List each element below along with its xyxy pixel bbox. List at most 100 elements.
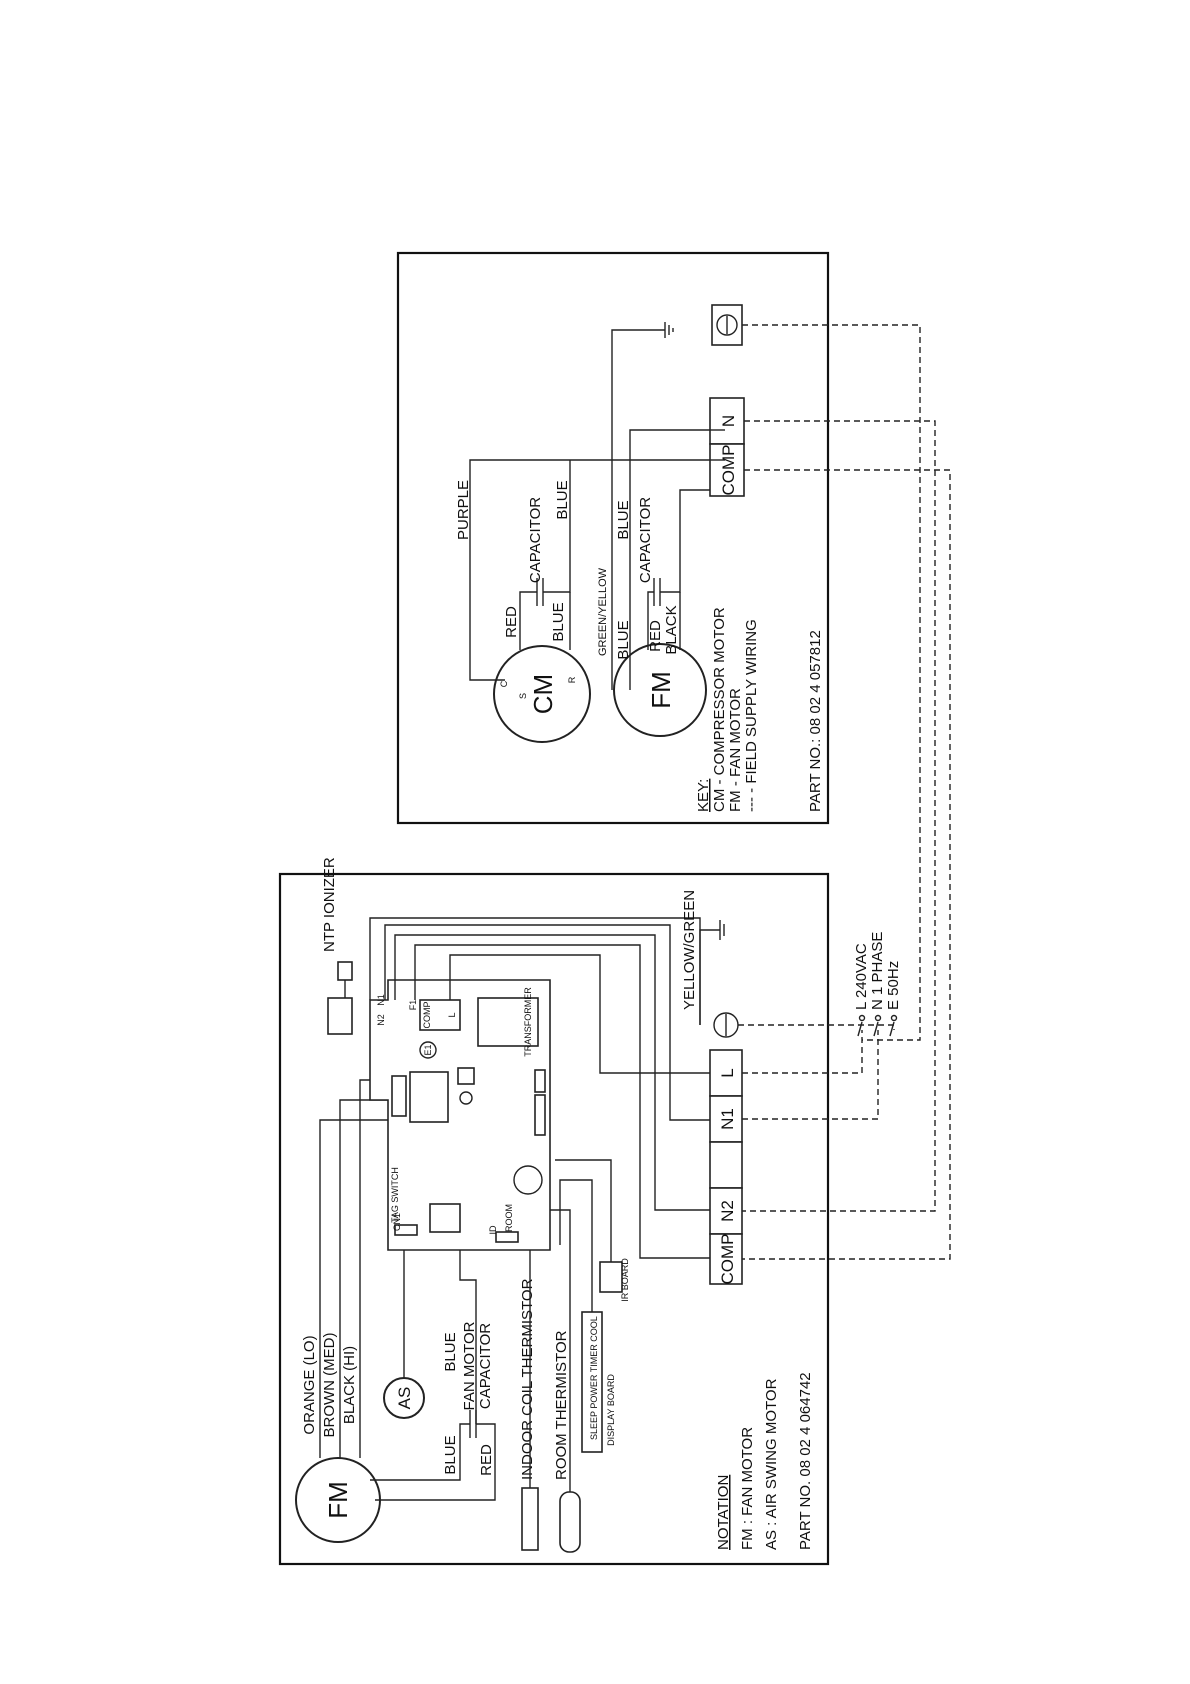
yellow-green-label: YELLOW/GREEN xyxy=(681,890,698,1010)
field-wire-earth-outdoor xyxy=(742,324,921,1041)
blue-bottom-label: BLUE xyxy=(442,1435,459,1474)
as-label: AS xyxy=(395,1387,414,1410)
outdoor-key-title: KEY: xyxy=(695,779,712,812)
ir-board-label: IR BOARD xyxy=(620,1258,630,1302)
transformer-label: TRANSFORMER xyxy=(523,987,533,1057)
indoor-terminal-blank xyxy=(709,1141,743,1189)
ir-board xyxy=(599,1261,623,1293)
fan-capacitor-label-2: CAPACITOR xyxy=(477,1323,494,1409)
field-wire-comp xyxy=(742,469,951,1260)
field-wire-n xyxy=(742,420,936,1212)
outdoor-fan-motor xyxy=(613,643,707,737)
board-room-label: ROOM xyxy=(504,1204,514,1232)
board-id-label: ID xyxy=(488,1225,498,1235)
indoor-blue-wire xyxy=(370,1423,470,1481)
purple-wire xyxy=(469,459,725,681)
board-jumper xyxy=(457,1067,475,1085)
cm-red-label: RED xyxy=(503,606,520,638)
board-connector-2 xyxy=(534,1094,546,1136)
outdoor-key-item-3: --- - FIELD SUPPLY WIRING xyxy=(743,619,760,812)
display-board-label: DISPLAY BOARD xyxy=(606,1374,616,1446)
transformer xyxy=(477,997,539,1047)
ntp-ionizer-head xyxy=(337,961,353,981)
board-buzzer xyxy=(513,1165,543,1195)
fm-blue2-label: BLUE xyxy=(615,500,632,539)
outdoor-part-no: PART NO.: 08 02 4 057812 xyxy=(807,630,824,812)
capacitor-blue-wire xyxy=(459,1240,477,1424)
fm-capacitor-label: CAPACITOR xyxy=(637,497,654,583)
indoor-fm-label: FM xyxy=(323,1481,353,1519)
compressor-motor xyxy=(493,645,591,743)
outdoor-key-item-1: CM - COMPRESSOR MOTOR xyxy=(711,607,728,812)
outdoor-terminal-comp-label: COMP xyxy=(719,445,738,496)
orange-wire xyxy=(319,1119,392,1458)
indoor-red-wire xyxy=(375,1423,496,1501)
cm-terminal-s: S xyxy=(518,693,528,699)
indoor-terminal-n2 xyxy=(709,1187,743,1235)
control-board xyxy=(369,979,551,1251)
room-thermistor-label: ROOM THERMISTOR xyxy=(553,1330,570,1480)
supply-n: N 1 PHASE xyxy=(869,932,886,1010)
board-n2-label: N2 xyxy=(376,1014,386,1026)
cm-terminal-r: R xyxy=(567,676,577,683)
board-ic xyxy=(429,1203,461,1233)
notation-item-2: AS : AIR SWING MOTOR xyxy=(763,1378,780,1550)
notation-title: NOTATION xyxy=(715,1475,732,1550)
cm-blue-label: BLUE xyxy=(554,480,571,519)
supply-l: L 240VAC xyxy=(853,943,870,1010)
notation-item-1: FM : FAN MOTOR xyxy=(739,1427,756,1550)
indoor-coil-thermistor xyxy=(521,1487,539,1551)
board-comp-label: COMP xyxy=(422,1002,432,1029)
board-f1-label: F1 xyxy=(408,1000,418,1011)
indoor-terminal-l-label: L xyxy=(718,1068,737,1077)
id-room-connector xyxy=(495,1231,519,1243)
fm-blue-wire xyxy=(629,429,725,690)
relay-comp xyxy=(419,999,461,1031)
indoor-part-no: PART NO. 08 02 4 064742 xyxy=(797,1372,814,1550)
blue-top-label: BLUE xyxy=(442,1332,459,1371)
board-cn1-label: CN1 xyxy=(392,1213,402,1231)
outdoor-key-item-2: FM - FAN MOTOR xyxy=(727,688,744,812)
indoor-terminal-comp-label: COMP xyxy=(718,1234,737,1285)
black-label: BLACK (HI) xyxy=(341,1346,358,1424)
fm-red-label: RED xyxy=(647,620,664,652)
brown-label: BROWN (MED) xyxy=(321,1333,338,1438)
board-l-label: L xyxy=(447,1012,457,1017)
fm-black-wire xyxy=(660,489,725,593)
tag-switch-label: TAG SWITCH xyxy=(390,1167,400,1223)
indoor-terminal-n1-label: N1 xyxy=(718,1108,737,1130)
field-wire-e xyxy=(738,1024,895,1030)
fm-black-label: BLACK xyxy=(663,605,680,654)
green-yellow-label: GREEN/YELLOW xyxy=(597,567,609,656)
supply-e: E 50Hz xyxy=(885,961,902,1010)
indoor-unit-frame xyxy=(278,872,830,1566)
cm-terminal-c: C xyxy=(499,680,509,687)
field-wire-n1 xyxy=(742,1030,879,1120)
fm-blue-label: BLUE xyxy=(615,620,632,659)
fan-connector xyxy=(391,1075,407,1117)
board-relay xyxy=(409,1071,449,1123)
red-label: RED xyxy=(478,1444,495,1476)
board-e1-label: E1 xyxy=(423,1044,433,1055)
ntp-ionizer-label: NTP IONIZER xyxy=(321,857,338,952)
cm-capacitor-label: CAPACITOR xyxy=(527,497,544,583)
e1-component xyxy=(419,1041,437,1059)
outdoor-fm-label: FM xyxy=(646,671,676,709)
board-n1-label: N1 xyxy=(376,994,386,1006)
cm-label: CM xyxy=(528,674,558,714)
indoor-coil-thermistor-label: INDOOR COIL THERMISTOR xyxy=(519,1278,536,1480)
outdoor-terminal-n-label: N xyxy=(719,415,738,427)
orange-label: ORANGE (LO) xyxy=(301,1335,318,1434)
room-thermistor xyxy=(559,1491,581,1553)
purple-label: PURPLE xyxy=(455,480,472,540)
indoor-terminal-comp xyxy=(709,1233,743,1285)
cm-blue-wire xyxy=(543,460,571,593)
cn1-connector xyxy=(394,1224,418,1236)
fan-capacitor-label-1: FAN MOTOR xyxy=(461,1321,478,1410)
board-connector-1 xyxy=(534,1069,546,1093)
cm-red-wire xyxy=(519,591,537,650)
field-wire-l xyxy=(742,1030,863,1074)
fm-red-wire xyxy=(647,591,654,650)
ntp-ionizer-box xyxy=(327,997,353,1035)
